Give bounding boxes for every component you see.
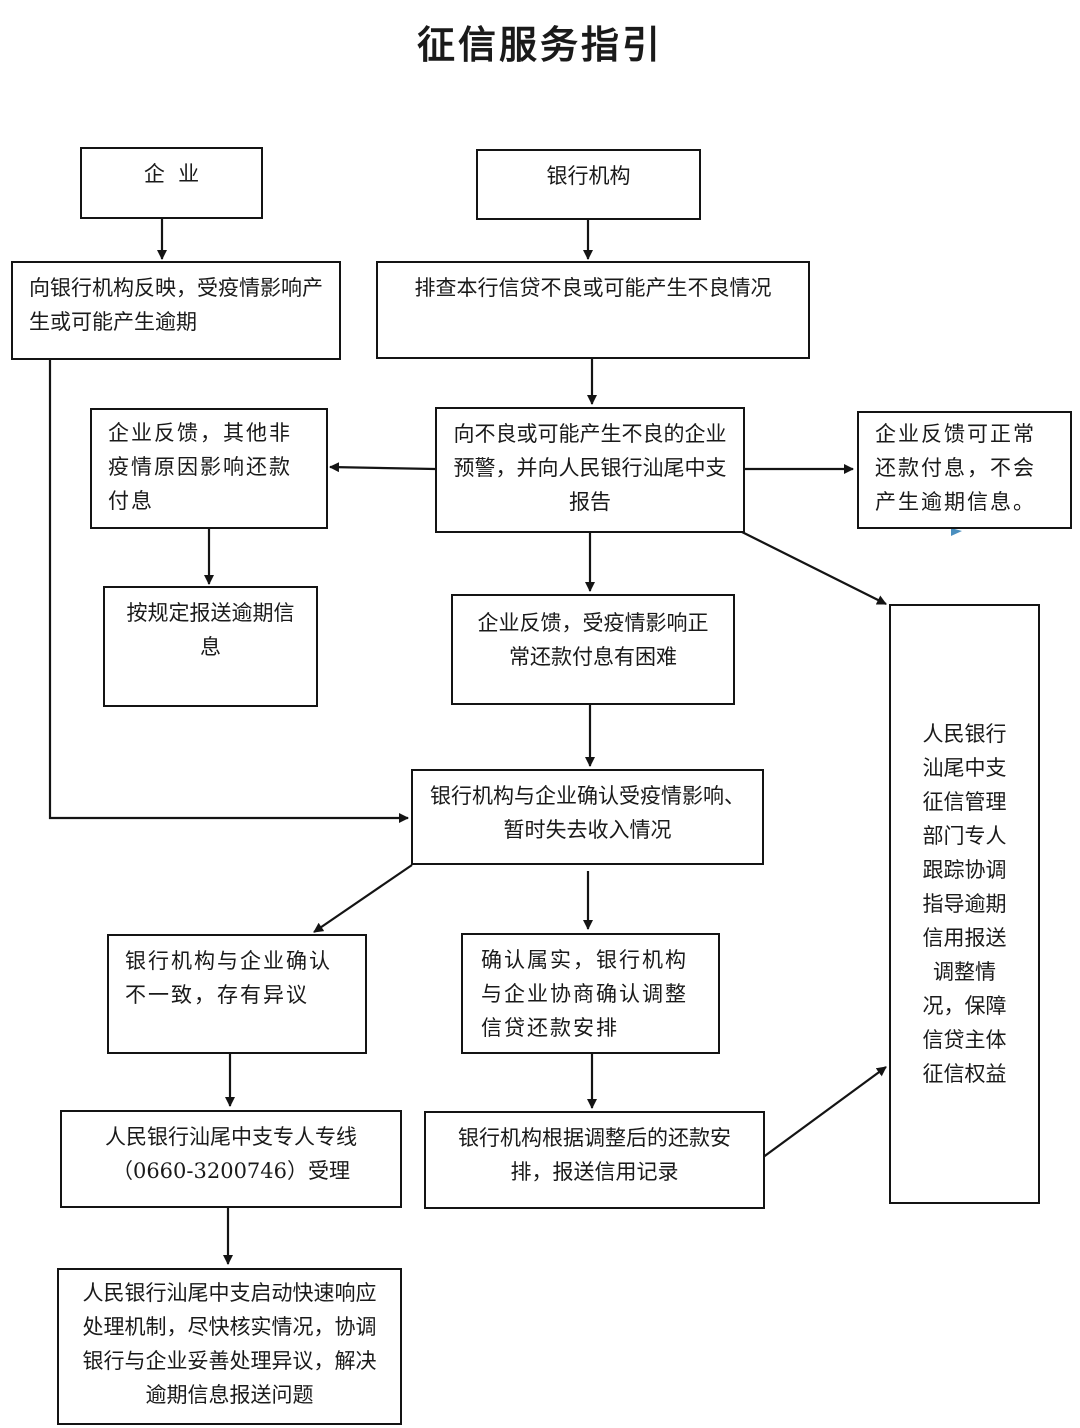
hotline-line-1: 人民银行汕尾中支专人专线 — [105, 1125, 357, 1149]
page-title: 征信服务指引 — [416, 23, 663, 67]
hotline-box: 人民银行汕尾中支专人专线 （0660-3200746）受理 — [60, 1110, 402, 1208]
other-reason-box: 企业反馈，其他非疫情原因影响还款付息 — [90, 408, 328, 529]
dispute-box: 银行机构与企业确认不一致，存有异议 — [107, 934, 367, 1054]
bank-box: 银行机构 — [476, 149, 701, 220]
warn-box: 向不良或可能产生不良的企业预警，并向人民银行汕尾中支报告 — [435, 407, 745, 533]
report-as-rule-box: 按规定报送逾期信息 — [103, 586, 318, 707]
bank-check-box: 排查本行信贷不良或可能产生不良情况 — [376, 261, 810, 359]
verified-box: 确认属实，银行机构与企业协商确认调整信贷还款安排 — [461, 933, 720, 1054]
normal-pay-box: 企业反馈可正常还款付息，不会产生逾期信息。 — [857, 411, 1072, 529]
enterprise-box: 企 业 — [80, 147, 263, 219]
arrow-confirm-to-dispute — [313, 864, 413, 933]
fast-response-box: 人民银行汕尾中支启动快速响应处理机制，尽快核实情况，协调银行与企业妥善处理异议，… — [57, 1268, 402, 1425]
arrow-warn-to-pboc-dept — [741, 531, 887, 605]
covid-difficulty-box: 企业反馈，受疫情影响正常还款付息有困难 — [451, 594, 735, 705]
report-overdue-box: 向银行机构反映，受疫情影响产生或可能产生逾期 — [11, 261, 341, 360]
confirm-box: 银行机构与企业确认受疫情影响、暂时失去收入情况 — [411, 769, 764, 865]
arrow-warn-to-other-reason — [329, 462, 436, 473]
hotline-line-2: （0660-3200746）受理 — [111, 1159, 351, 1183]
arrow-report-credit-to-pboc — [761, 1066, 887, 1159]
pboc-dept-box: 人民银行汕尾中支征信管理部门专人跟踪协调指导逾期信用报送调整情况，保障信贷主体征… — [889, 604, 1040, 1204]
arrow-report-to-confirm — [48, 358, 409, 823]
report-credit-box: 银行机构根据调整后的还款安排，报送信用记录 — [424, 1111, 765, 1209]
